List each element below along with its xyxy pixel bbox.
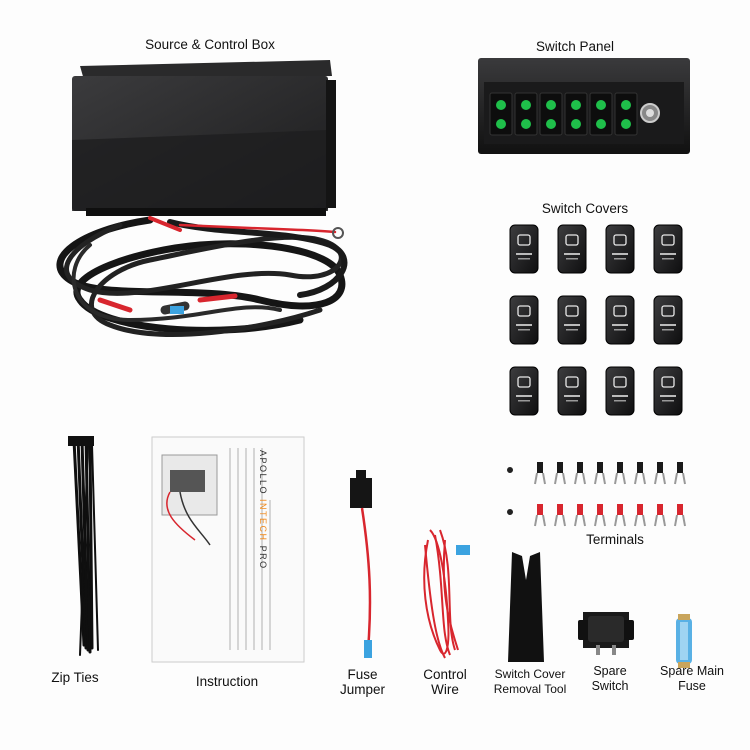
cover-symbol-icon: [613, 234, 627, 246]
instruction-manual: [151, 436, 305, 663]
led-indicator-icon: [596, 100, 606, 110]
switch-cover: [605, 295, 635, 345]
switch-cover: [653, 366, 683, 416]
rocker-switch: [514, 92, 538, 136]
cover-symbol-icon: [661, 376, 675, 388]
fuse-jumper: [350, 470, 372, 658]
switch-cover: [509, 366, 539, 416]
switch-cover: [557, 366, 587, 416]
switch-cover: [509, 224, 539, 274]
black-terminal: [574, 462, 586, 485]
manual-brand-suffix: PRO: [258, 545, 268, 570]
led-indicator-icon: [621, 119, 631, 129]
black-terminal: [654, 462, 666, 485]
led-indicator-icon: [496, 100, 506, 110]
removal-tool-label: Switch Cover Removal Tool: [493, 667, 567, 696]
rocker-switch: [489, 92, 513, 136]
red-terminal: [534, 504, 546, 527]
rocker-switch: [589, 92, 613, 136]
led-indicator-icon: [621, 100, 631, 110]
spare-main-fuse: [676, 614, 692, 668]
black-terminal: [614, 462, 626, 485]
red-terminal: [674, 504, 686, 527]
black-terminal: [594, 462, 606, 485]
red-terminal: [614, 504, 626, 527]
cover-symbol-icon: [661, 234, 675, 246]
black-terminal: [534, 462, 546, 485]
cover-symbol-icon: [613, 305, 627, 317]
cover-symbol-icon: [517, 376, 531, 388]
source-control-box-label: Source & Control Box: [145, 37, 275, 52]
switch-cover: [653, 295, 683, 345]
switch-cover: [605, 224, 635, 274]
led-indicator-icon: [596, 119, 606, 129]
switch-cover: [605, 366, 635, 416]
rocker-switch: [614, 92, 638, 136]
switch-cover: [557, 295, 587, 345]
led-indicator-icon: [496, 119, 506, 129]
black-terminal: [634, 462, 646, 485]
cover-symbol-icon: [565, 305, 579, 317]
red-terminal: [554, 504, 566, 527]
switch-cover: [557, 224, 587, 274]
led-indicator-icon: [521, 100, 531, 110]
manual-brand-heading: APOLLO INTECH PRO: [258, 450, 268, 570]
black-terminal: [554, 462, 566, 485]
led-indicator-icon: [546, 100, 556, 110]
cover-symbol-icon: [565, 234, 579, 246]
switch-cover: [509, 295, 539, 345]
cover-symbol-icon: [517, 305, 531, 317]
fuse-jumper-label: Fuse Jumper: [339, 667, 385, 697]
terminals-label: Terminals: [586, 532, 644, 547]
rocker-switch: [539, 92, 563, 136]
led-indicator-icon: [571, 119, 581, 129]
wiring-harness: [56, 216, 348, 337]
spare-switch: [578, 612, 634, 655]
control-wire-coil: [423, 529, 459, 659]
terminals-set: [507, 462, 686, 527]
ring-terminal-icon: [332, 227, 344, 239]
control-wire-label: Control Wire: [423, 667, 467, 697]
led-indicator-icon: [571, 100, 581, 110]
cover-symbol-icon: [565, 376, 579, 388]
led-indicator-icon: [521, 119, 531, 129]
screw-icon: [507, 509, 513, 515]
cover-symbol-icon: [661, 305, 675, 317]
rocker-switch: [564, 92, 588, 136]
spare-main-fuse-label: Spare Main Fuse: [660, 664, 724, 693]
switch-cover: [653, 224, 683, 274]
switch-panel: [478, 58, 690, 154]
black-terminal: [674, 462, 686, 485]
spare-switch-label: Spare Switch: [591, 664, 629, 693]
zip-ties: [68, 436, 99, 656]
manual-brand-prefix: APOLLO: [258, 450, 268, 496]
screw-icon: [507, 467, 513, 473]
switch-covers-label: Switch Covers: [541, 201, 629, 216]
source-control-box: [72, 60, 336, 216]
cover-symbol-icon: [613, 376, 627, 388]
manual-brand-accent: INTECH: [258, 499, 268, 542]
wire-connector-icon: [456, 545, 470, 555]
zip-ties-label: Zip Ties: [51, 670, 99, 685]
switch-covers-grid: [509, 224, 683, 416]
red-terminal: [594, 504, 606, 527]
instruction-label: Instruction: [195, 674, 259, 689]
led-indicator-icon: [546, 119, 556, 129]
removal-tool: [508, 552, 544, 662]
cover-symbol-icon: [517, 234, 531, 246]
red-terminal: [634, 504, 646, 527]
red-terminal: [574, 504, 586, 527]
switch-panel-label: Switch Panel: [535, 39, 615, 54]
inline-fuse-icon: [170, 306, 184, 314]
red-terminal: [654, 504, 666, 527]
